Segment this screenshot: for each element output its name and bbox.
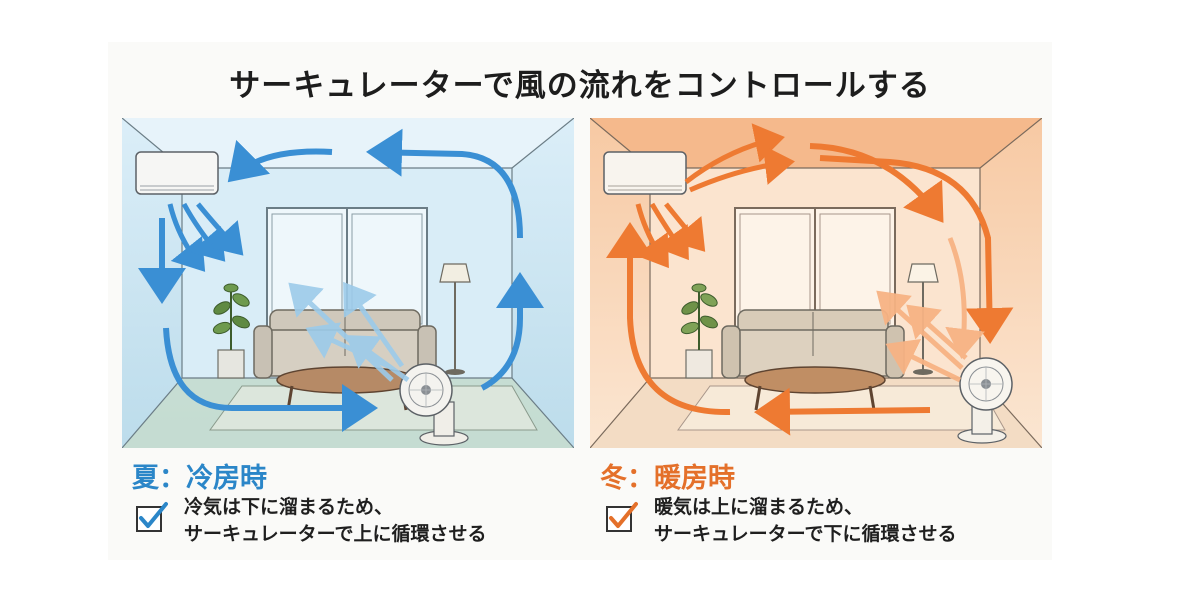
circulator-fan-icon — [399, 363, 469, 446]
plant-icon — [680, 283, 718, 379]
floor-lamp-icon — [439, 263, 471, 375]
summer-description-line2: サーキュレーターで上に循環させる — [184, 523, 487, 545]
sofa-icon — [721, 309, 905, 379]
plant-icon — [212, 283, 250, 379]
summer-room-illustration — [122, 118, 574, 448]
winter-description-line2: サーキュレーターで下に循環させる — [654, 523, 957, 545]
summer-description: 冷気は下に溜まるため、 サーキュレーターで上に循環させる — [184, 494, 486, 548]
winter-room-illustration — [590, 118, 1042, 448]
checkbox-check-icon — [136, 502, 168, 532]
checkbox-check-icon — [606, 502, 638, 532]
winter-heading: 冬：暖房時 — [600, 463, 735, 494]
circulator-fan-icon — [957, 357, 1013, 444]
winter-description-line1: 暖気は上に溜まるため、 — [654, 496, 864, 518]
winter-description: 暖気は上に溜まるため、 サーキュレーターで下に循環させる — [654, 494, 956, 548]
air-conditioner-icon — [135, 151, 219, 195]
summer-description-line1: 冷気は下に溜まるため、 — [184, 496, 394, 518]
air-conditioner-icon — [603, 151, 687, 195]
summer-heading: 夏：冷房時 — [132, 463, 267, 494]
page-title: サーキュレーターで風の流れをコントロールする — [229, 68, 931, 104]
